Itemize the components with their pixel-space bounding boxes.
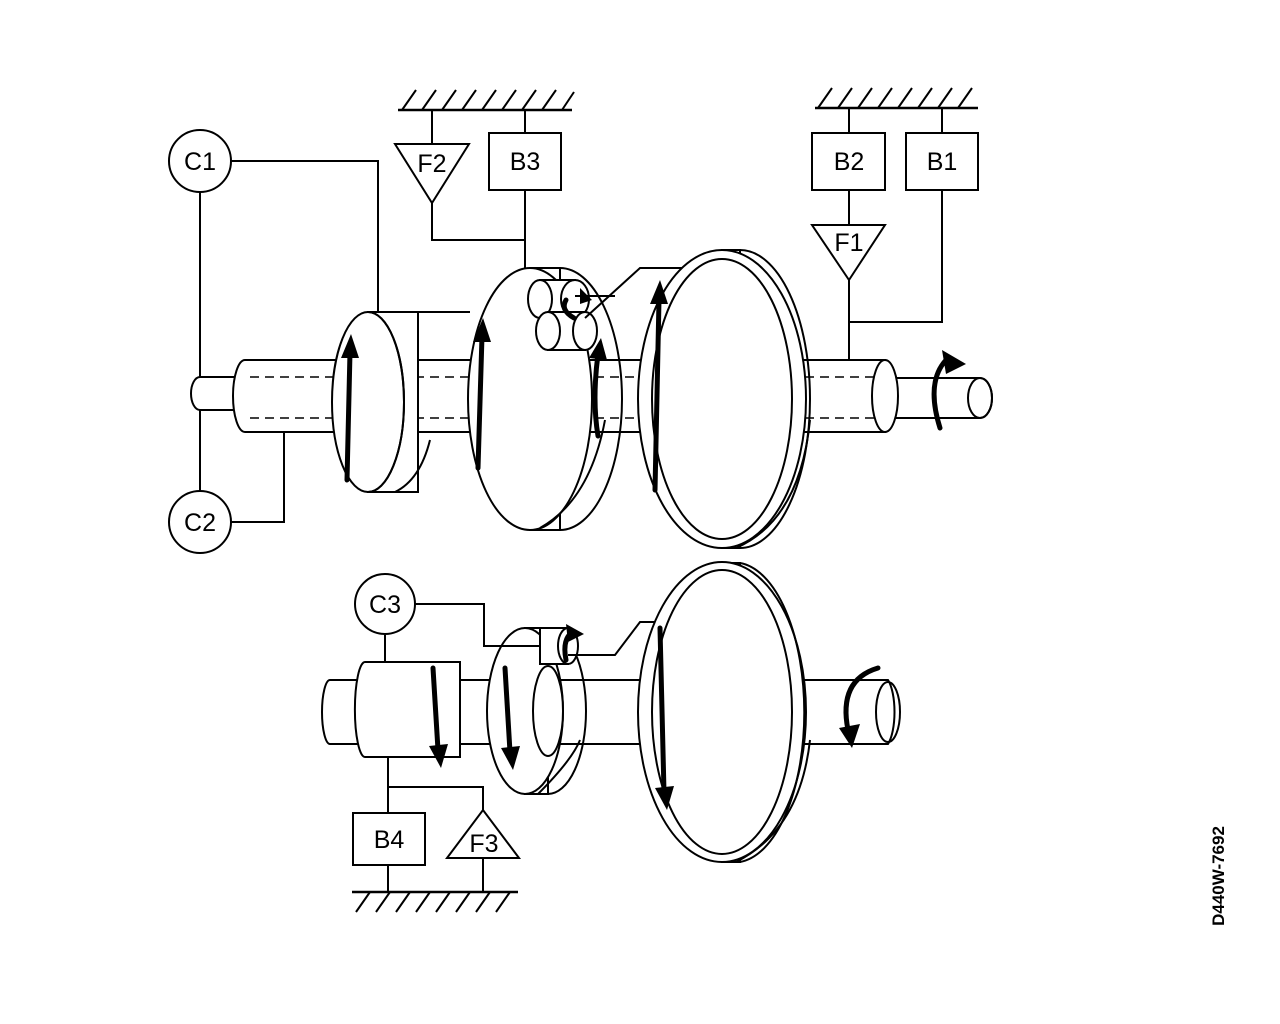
planet-pinion-lower	[535, 311, 598, 351]
b4-label: B4	[374, 826, 405, 854]
clutch-c3: C3	[354, 573, 540, 662]
b2-label: B2	[834, 148, 865, 176]
f1-label: F1	[834, 229, 863, 257]
c3-label: C3	[369, 591, 401, 619]
one-way-clutch-f1: F1	[810, 224, 887, 360]
rotation-arrows-upper	[341, 280, 966, 493]
f3-label: F3	[469, 830, 498, 858]
lower-sun-drum	[353, 661, 461, 758]
input-shaft	[190, 376, 246, 411]
lower-ring-gear	[637, 561, 811, 863]
brake-b1: B1	[849, 108, 979, 323]
clutch-c1: C1	[168, 129, 379, 377]
b1-label: B1	[927, 148, 958, 176]
one-way-clutch-f2: F2	[393, 110, 525, 241]
f2-label: F2	[417, 150, 446, 178]
one-way-clutch-f3: F3	[445, 808, 521, 892]
ground-hatch-top-right	[815, 87, 978, 110]
c2-label: C2	[184, 509, 216, 537]
brake-b3: B3	[488, 110, 562, 268]
ground-hatch-bottom	[352, 890, 518, 913]
rotation-arrows-lower	[429, 624, 881, 810]
rear-ring-gear	[637, 249, 811, 549]
planet-pinion-upper	[527, 279, 590, 319]
brake-b4: B4	[352, 757, 484, 892]
c1-label: C1	[184, 148, 216, 176]
lower-planet-pinion	[539, 621, 730, 665]
ground-hatch-top-left	[398, 89, 575, 112]
b3-label: B3	[510, 148, 541, 176]
output-shaft	[871, 359, 993, 433]
figure-code: D440W-7692	[1209, 826, 1228, 926]
brake-b2: B2	[811, 108, 886, 225]
clutch-c2: C2	[168, 410, 285, 554]
